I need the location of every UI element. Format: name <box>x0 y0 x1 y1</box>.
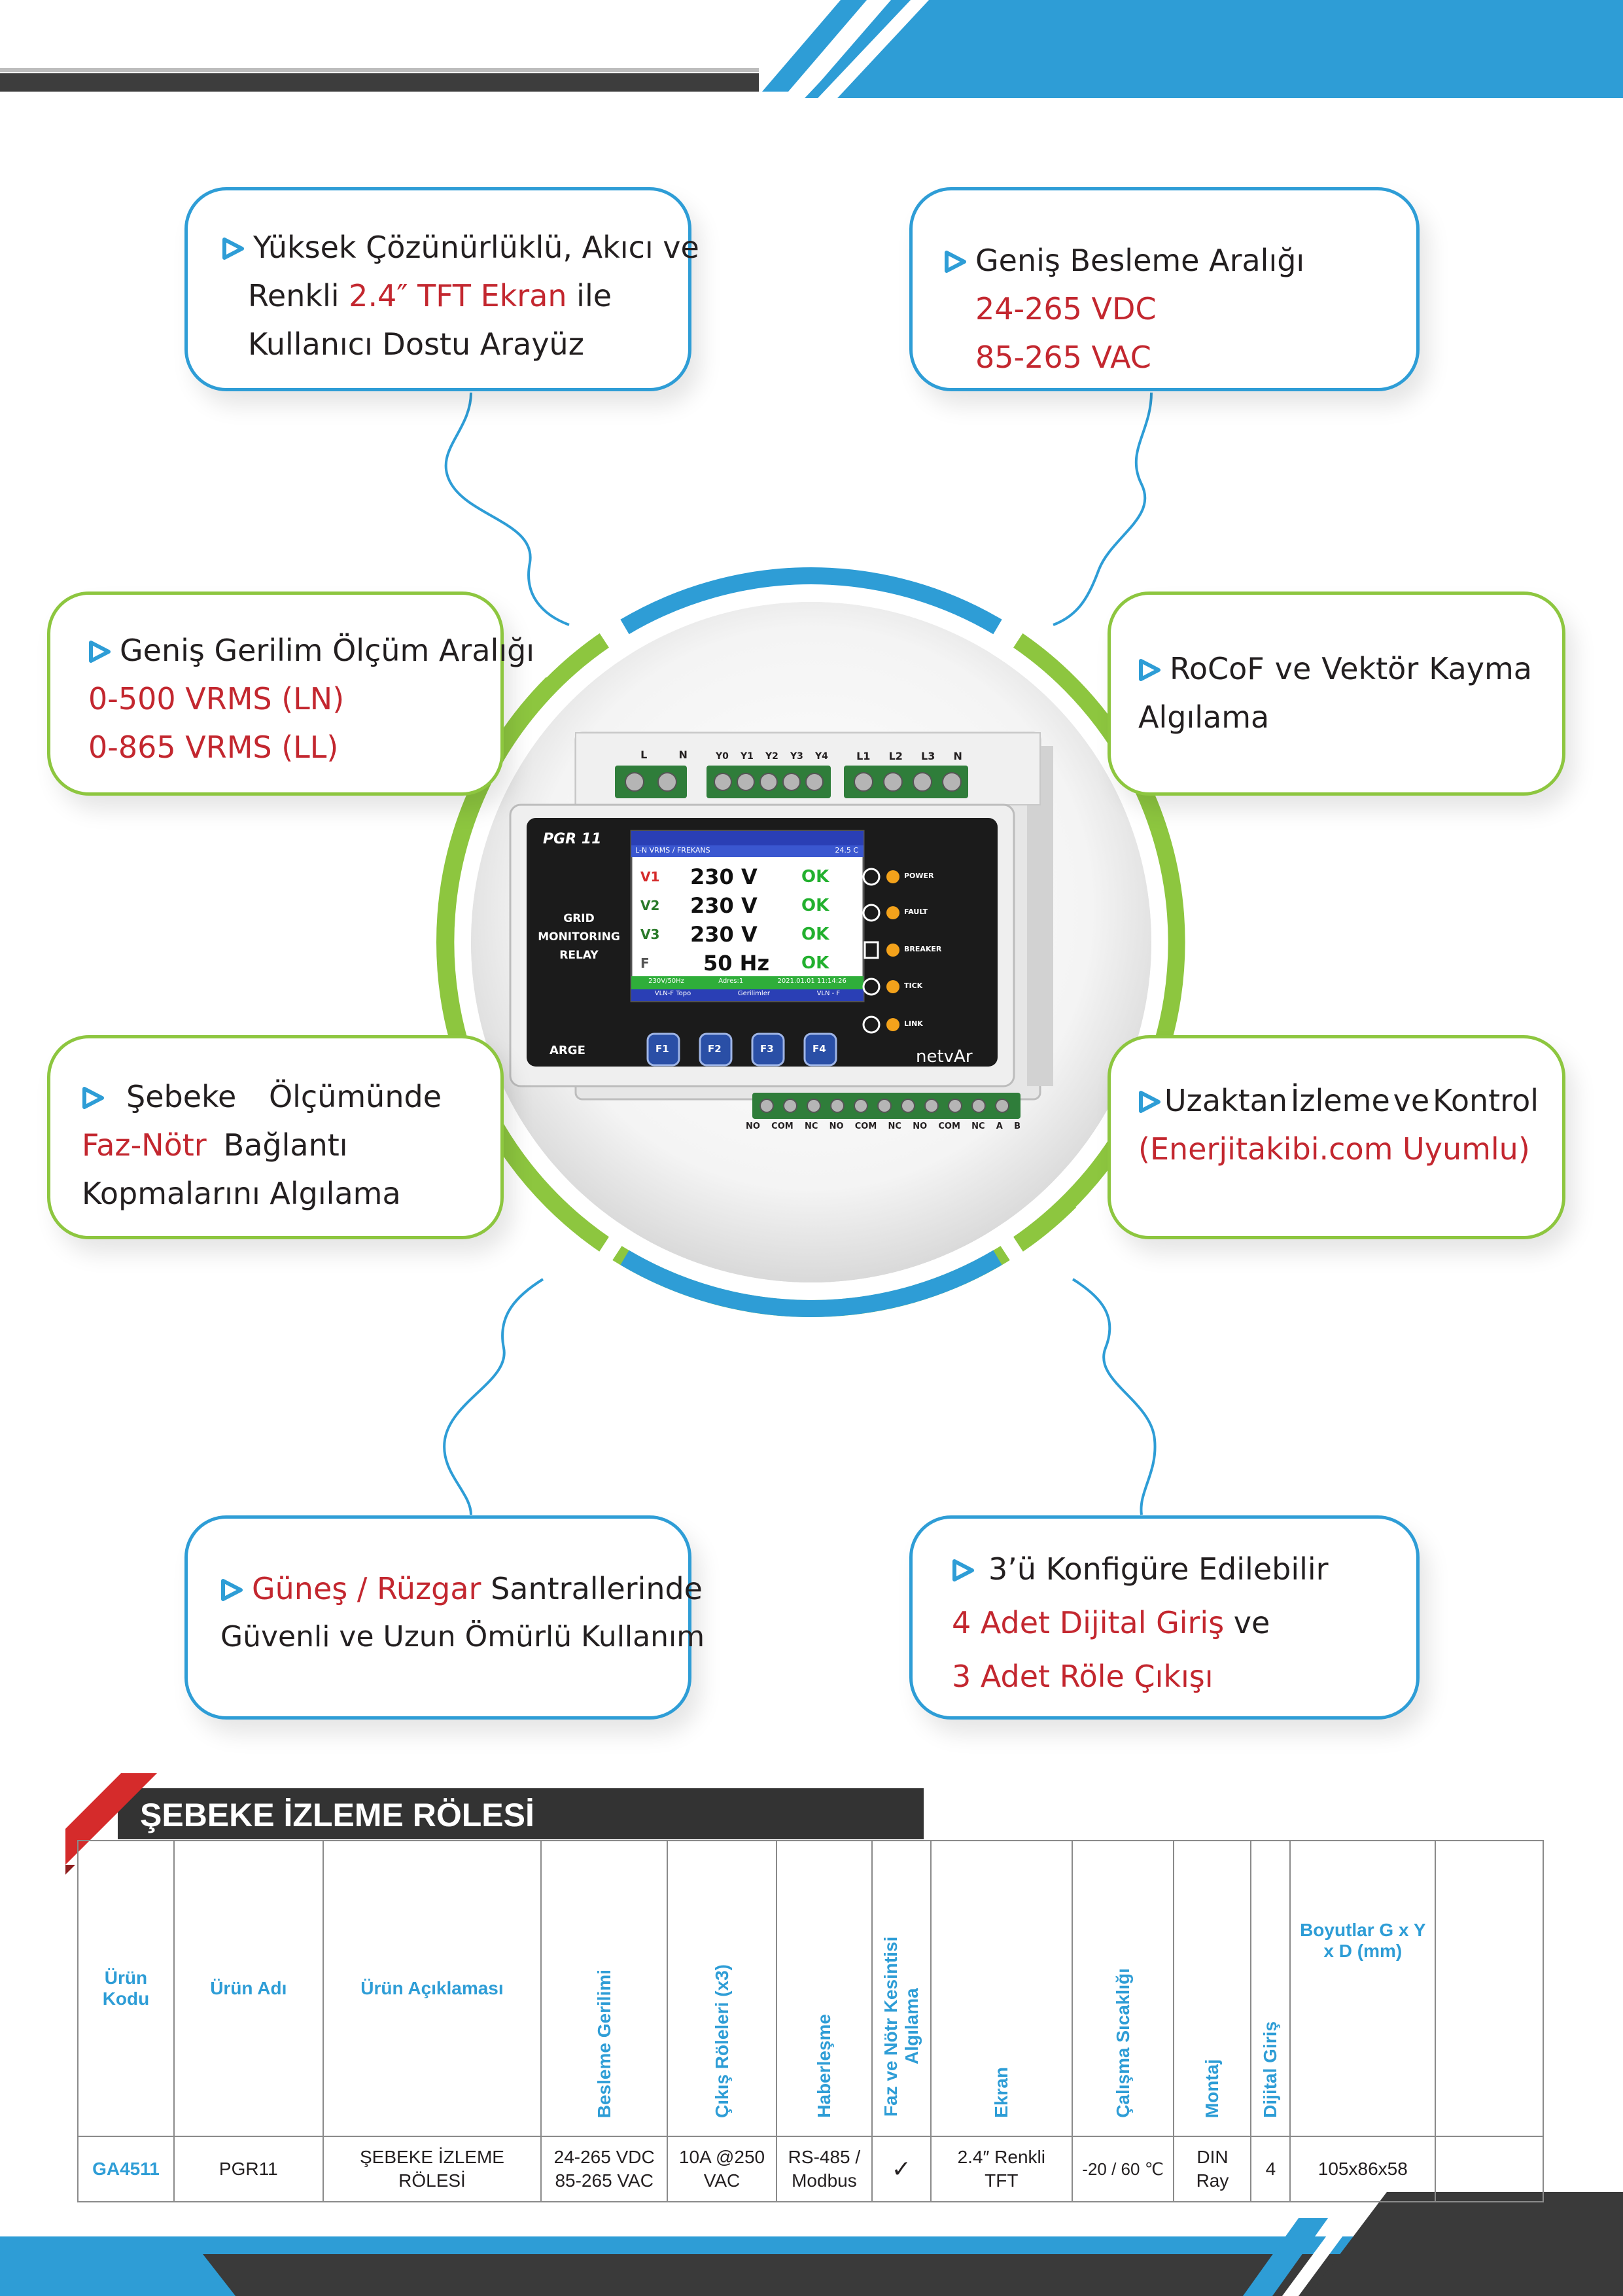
th-communication: Haberleşme <box>775 1840 873 2137</box>
th-mounting: Montaj <box>1173 1840 1252 2137</box>
screen-row: F 50 Hz OK <box>640 951 829 976</box>
table-title-bar: ŞEBEKE İZLEME RÖLESİ <box>118 1788 924 1839</box>
td-temperature: -20 / 60 ℃ <box>1071 2136 1175 2202</box>
th-dimensions: Boyutlar G x Y x D (mm) <box>1289 1840 1437 2137</box>
triangle-bullet-icon <box>220 1579 243 1601</box>
th-temperature: Çalışma Sıcaklığı <box>1071 1840 1175 2137</box>
th-phase-loss: Faz ve Nötr Kesintisi Algılama <box>871 1840 932 2137</box>
td-display: 2.4″ Renkli TFT <box>930 2136 1073 2202</box>
top-decoration <box>0 0 1623 98</box>
th-product-code: Ürün Kodu <box>77 1840 175 2137</box>
f3-key: F3 <box>760 1043 774 1055</box>
triangle-bullet-icon <box>1138 659 1161 681</box>
td-product-code: GA4511 <box>77 2136 175 2202</box>
td-phase-loss: ✓ <box>871 2136 932 2202</box>
triangle-bullet-icon <box>88 641 111 663</box>
td-empty <box>1435 2136 1544 2202</box>
brand-netvar: netvAr <box>916 1047 973 1067</box>
td-digital-input: 4 <box>1250 2136 1291 2202</box>
screen-row: V1 230 V OK <box>640 864 829 889</box>
feature-solar-wind: Güneş / Rüzgar Santrallerinde Güvenli ve… <box>184 1515 705 1720</box>
triangle-bullet-icon <box>1138 1091 1161 1113</box>
feature-tft-display: Yüksek Çözünürlüklü, Akıcı ve Renkli 2.4… <box>184 187 699 391</box>
td-description: ŞEBEKE İZLEME RÖLESİ <box>322 2136 542 2202</box>
td-mounting: DIN Ray <box>1173 2136 1252 2202</box>
brand-arge: ARGE <box>550 1044 585 1057</box>
th-empty <box>1435 1840 1544 2137</box>
model-label: PGR 11 <box>543 831 602 847</box>
th-outputs: Çıkış Röleleri (x3) <box>667 1840 777 2137</box>
th-product-name: Ürün Adı <box>173 1840 324 2137</box>
td-product-name: PGR11 <box>173 2136 324 2202</box>
function-keys: F1 F2 F3 F4 <box>648 1043 837 1063</box>
feature-supply-range: Geniş Besleme Aralığı 24-265 VDC 85-265 … <box>909 187 1420 391</box>
td-dimensions: 105x86x58 <box>1289 2136 1437 2202</box>
td-communication: RS-485 / Modbus <box>775 2136 873 2202</box>
spec-table: Ürün Kodu Ürün Adı Ürün Açıklaması Besle… <box>77 1840 1544 2202</box>
td-supply: 24-265 VDC 85-265 VAC <box>540 2136 669 2202</box>
td-outputs: 10A @250 VAC <box>667 2136 777 2202</box>
table-title: ŞEBEKE İZLEME RÖLESİ <box>140 1797 534 1833</box>
table-header-row: Ürün Kodu Ürün Adı Ürün Açıklaması Besle… <box>77 1840 1544 2137</box>
screen-row: V2 230 V OK <box>640 893 829 918</box>
th-digital-input: Dijital Giriş <box>1250 1840 1291 2137</box>
screen: L-N VRMS / FREKANS 24.5 C V1 230 V OK V2… <box>631 831 864 1001</box>
th-display: Ekran <box>930 1840 1073 2137</box>
table-row: GA4511 PGR11 ŞEBEKE İZLEME RÖLESİ 24-265… <box>77 2136 1544 2202</box>
screen-header: L-N VRMS / FREKANS <box>635 846 710 855</box>
triangle-bullet-icon <box>944 251 966 273</box>
feature-io-config: 3’ü Konfigüre Edilebilir 4 Adet Dijital … <box>909 1515 1420 1720</box>
f1-key: F1 <box>655 1043 669 1055</box>
th-description: Ürün Açıklaması <box>322 1840 542 2137</box>
screen-temp: 24.5 C <box>835 846 858 855</box>
screen-row: V3 230 V OK <box>640 922 829 947</box>
bottom-decoration <box>0 2192 1623 2296</box>
feature-voltage-range: Geniş Gerilim Ölçüm Aralığı 0-500 VRMS (… <box>47 592 534 796</box>
triangle-bullet-icon <box>82 1087 104 1109</box>
triangle-bullet-icon <box>222 238 244 260</box>
f4-key: F4 <box>812 1043 826 1055</box>
th-supply: Besleme Gerilimi <box>540 1840 669 2137</box>
f2-key: F2 <box>708 1043 722 1055</box>
triangle-bullet-icon <box>952 1559 974 1581</box>
